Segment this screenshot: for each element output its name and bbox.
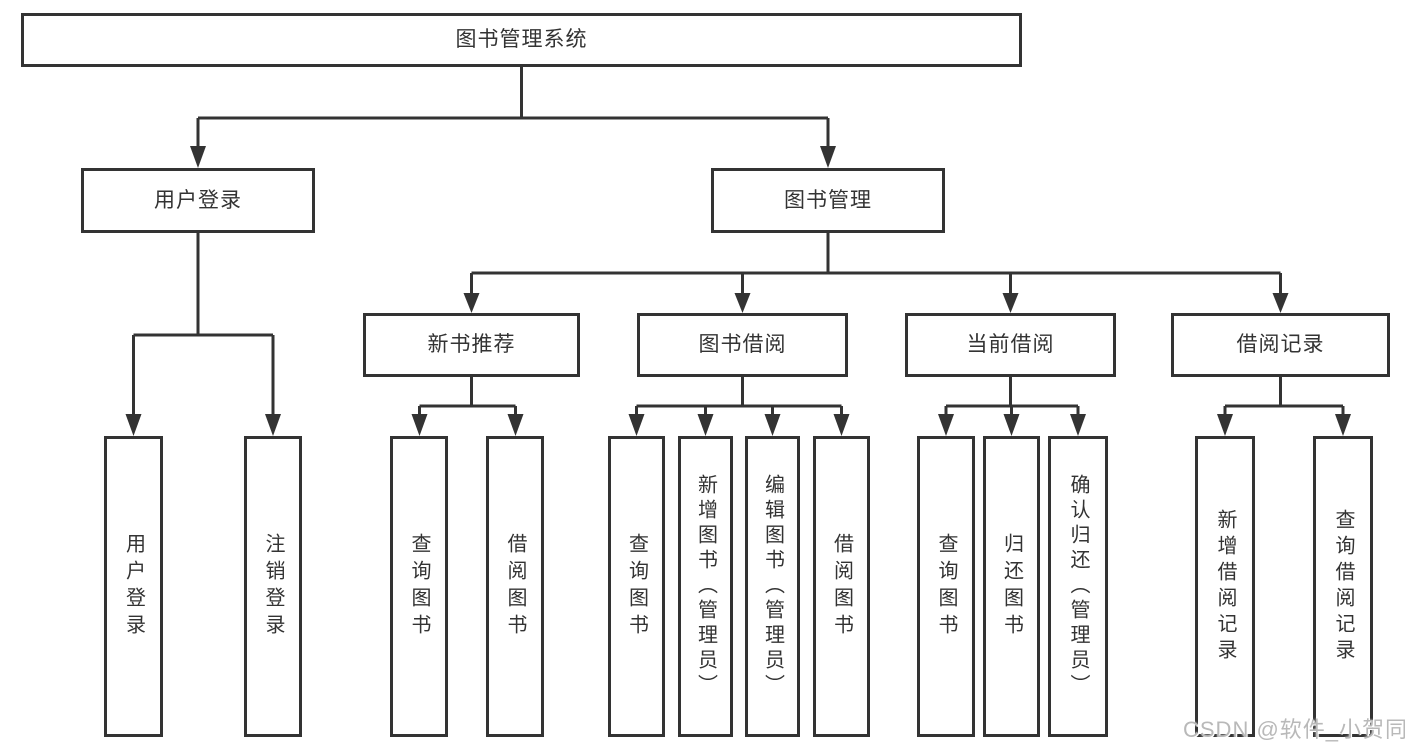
leaf-user-login: 用户登录 — [104, 436, 163, 737]
connector-records-split — [1223, 377, 1345, 418]
arrow-down-icon — [1335, 414, 1351, 436]
leaf-records-query-record: 查询借阅记录 — [1313, 436, 1373, 737]
leaf-borrowing-borrow-books: 借阅图书 — [813, 436, 870, 737]
leaf-current-confirm-return-admin: 确认归还（管理员） — [1048, 436, 1108, 737]
connector-userlogin-split — [132, 233, 275, 415]
leaf-records-add-record: 新增借阅记录 — [1195, 436, 1255, 737]
connector-newbook-split — [418, 377, 517, 418]
arrow-down-icon — [1272, 293, 1289, 313]
leaf-borrowing-edit-books-admin: 编辑图书（管理员） — [745, 436, 800, 737]
arrow-down-icon — [938, 414, 954, 436]
arrowheads — [125, 146, 1351, 436]
node-borrowing-records: 借阅记录 — [1171, 313, 1390, 377]
arrow-down-icon — [1002, 293, 1019, 313]
leaf-logout: 注销登录 — [244, 436, 302, 737]
connector-root-split — [196, 67, 830, 150]
arrow-down-icon — [190, 146, 206, 168]
node-current-borrowing: 当前借阅 — [905, 313, 1116, 377]
arrow-down-icon — [1217, 414, 1233, 436]
arrow-down-icon — [734, 293, 751, 313]
arrow-down-icon — [820, 146, 836, 168]
leaf-current-query-books: 查询图书 — [917, 436, 975, 737]
connector-bookmgmt-split — [470, 233, 1282, 295]
arrow-down-icon — [463, 293, 480, 313]
node-book-borrowing: 图书借阅 — [637, 313, 848, 377]
node-new-book-recommend: 新书推荐 — [363, 313, 580, 377]
csdn-watermark: CSDN @软件_小贺同学 — [1183, 717, 1405, 742]
arrow-down-icon — [764, 414, 781, 436]
leaf-recommend-query-books: 查询图书 — [390, 436, 448, 737]
node-user-login: 用户登录 — [81, 168, 315, 233]
arrow-down-icon — [507, 414, 524, 436]
leaf-borrowing-query-books: 查询图书 — [608, 436, 665, 737]
arrow-down-icon — [628, 414, 645, 436]
node-book-management: 图书管理 — [711, 168, 945, 233]
connector-currentborrow-split — [944, 377, 1080, 418]
arrow-down-icon — [697, 414, 714, 436]
leaf-borrowing-add-books-admin: 新增图书（管理员） — [678, 436, 733, 737]
arrow-down-icon — [1070, 414, 1086, 436]
leaf-recommend-borrow-books: 借阅图书 — [486, 436, 544, 737]
arrow-down-icon — [265, 414, 281, 436]
arrow-down-icon — [1003, 414, 1020, 436]
arrow-down-icon — [833, 414, 850, 436]
connector-bookborrow-split — [635, 377, 843, 418]
arrow-down-icon — [411, 414, 428, 436]
leaf-current-return-books: 归还图书 — [983, 436, 1040, 737]
node-library-management-system: 图书管理系统 — [21, 13, 1022, 67]
arrow-down-icon — [125, 414, 142, 436]
